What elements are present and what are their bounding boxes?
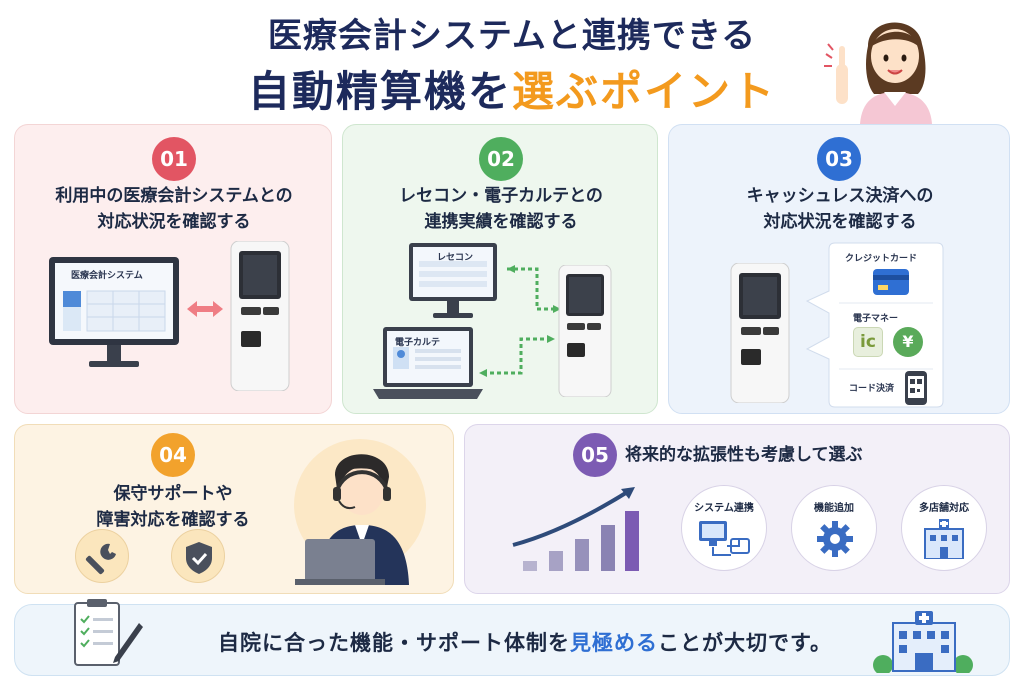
- card-title: レセコン・電子カルテとの 連携実績を確認する: [343, 183, 659, 235]
- hospital-illustration: [867, 609, 979, 673]
- summary-text-a: 自院に合った機能・サポート体制を: [218, 631, 571, 655]
- system-link-icon: [699, 521, 751, 561]
- card-title-line2: 対応状況を確認する: [97, 212, 251, 232]
- card-title-line1: 利用中の医療会計システムとの: [55, 186, 293, 206]
- card-title-line1: キャッシュレス決済への: [746, 186, 934, 206]
- card-02: 02 レセコン・電子カルテとの 連携実績を確認する レセコン 電子カルテ: [342, 124, 658, 414]
- label-receipt-computer: レセコン: [437, 253, 474, 263]
- hospital-building-icon: [921, 519, 967, 559]
- ic-card-icon: ic: [853, 327, 883, 357]
- monitor-illustration: [49, 257, 179, 371]
- kiosk-illustration: [557, 265, 613, 397]
- feature-label: システム連携: [694, 503, 754, 514]
- shield-check-icon: [171, 529, 225, 583]
- qr-phone-icon: [905, 371, 927, 405]
- ehr-laptop-illustration: [373, 327, 483, 401]
- gear-icon: [815, 519, 855, 559]
- wrench-icon: [75, 529, 129, 583]
- title-accent: 選ぶポイント: [512, 67, 777, 116]
- card-title: 将来的な拡張性も考慮して選ぶ: [625, 445, 863, 465]
- credit-card-icon: [873, 269, 909, 295]
- card-number-badge: 02: [479, 137, 523, 181]
- card-number-badge: 04: [151, 433, 195, 477]
- card-number-badge: 03: [817, 137, 861, 181]
- payment-emoney-label: 電子マネー: [853, 314, 899, 324]
- growth-bar-chart-icon: [505, 481, 645, 577]
- card-title: キャッシュレス決済への 対応状況を確認する: [669, 183, 1011, 235]
- support-operator-illustration: [285, 435, 435, 585]
- clipboard-checklist-icon: [69, 597, 149, 675]
- sync-arrow-icon: [185, 299, 225, 319]
- page-title-line1: 医療会計システムと連携できる: [267, 16, 757, 56]
- card-title: 利用中の医療会計システムとの 対応状況を確認する: [15, 183, 333, 235]
- kiosk-illustration: [227, 241, 293, 391]
- screen-label: 医療会計システム: [71, 271, 143, 281]
- page-title-line2: 自動精算機を選ぶポイント: [0, 58, 1024, 119]
- payment-credit-label: クレジットカード: [845, 254, 918, 264]
- card-title-line2: 連携実績を確認する: [424, 212, 578, 232]
- card-number-badge: 01: [152, 137, 196, 181]
- card-title: 保守サポートや 障害対応を確認する: [55, 481, 291, 533]
- summary-banner: 自院に合った機能・サポート体制を見極めることが大切です。: [14, 599, 1010, 676]
- summary-highlight: 見極める: [570, 631, 659, 655]
- card-number-badge: 05: [573, 433, 617, 477]
- feature-label: 機能追加: [814, 503, 854, 514]
- yen-coin-icon: ¥: [893, 327, 923, 357]
- kiosk-illustration: [729, 263, 791, 403]
- sync-arrow-top-icon: [503, 265, 563, 315]
- sync-arrow-bottom-icon: [477, 333, 557, 379]
- label-ehr: 電子カルテ: [395, 338, 441, 348]
- card-03: 03 キャッシュレス決済への 対応状況を確認する クレジットカード 電子マネー …: [668, 124, 1010, 414]
- card-title-line1: レセコン・電子カルテとの: [399, 186, 603, 206]
- summary-text-b: ことが大切です。: [658, 631, 832, 655]
- payment-methods-panel: [805, 241, 945, 409]
- card-title-line1: 保守サポートや: [113, 484, 233, 504]
- card-title-line2: 対応状況を確認する: [763, 212, 917, 232]
- receipt-computer-illustration: [409, 243, 497, 323]
- summary-message: 自院に合った機能・サポート体制を見極めることが大切です。: [175, 627, 875, 657]
- title-main: 自動精算機を: [247, 67, 512, 116]
- card-04: 04 保守サポートや 障害対応を確認する: [14, 424, 454, 594]
- feature-label: 多店舗対応: [919, 503, 969, 514]
- card-title-line2: 障害対応を確認する: [96, 510, 250, 530]
- guide-woman-illustration: [818, 6, 958, 124]
- card-05: 05 将来的な拡張性も考慮して選ぶ システム連携 機能追加: [464, 424, 1010, 594]
- card-01: 01 利用中の医療会計システムとの 対応状況を確認する 医療会計システム: [14, 124, 332, 414]
- payment-code-label: コード決済: [849, 384, 895, 394]
